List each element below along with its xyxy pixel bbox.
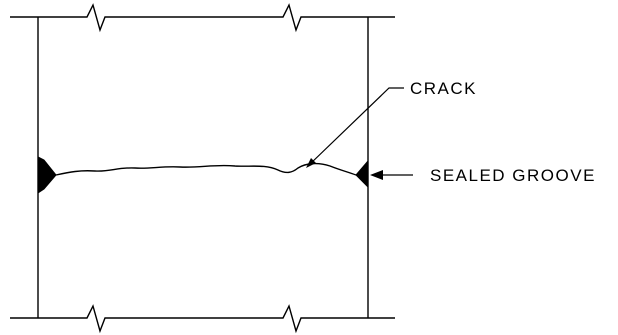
sealed-groove-label: SEALED GROOVE	[430, 166, 596, 185]
crack-leader-line	[308, 87, 404, 166]
right-sealed-groove	[355, 159, 369, 189]
top-edge-break-line	[10, 3, 395, 33]
sealed-groove-arrowhead	[370, 170, 383, 180]
bottom-edge-break-line	[10, 304, 395, 334]
crack-label: CRACK	[410, 79, 477, 98]
crack-line	[55, 162, 357, 176]
left-sealed-groove	[37, 156, 57, 194]
crack-leader-arrowhead	[306, 158, 316, 168]
